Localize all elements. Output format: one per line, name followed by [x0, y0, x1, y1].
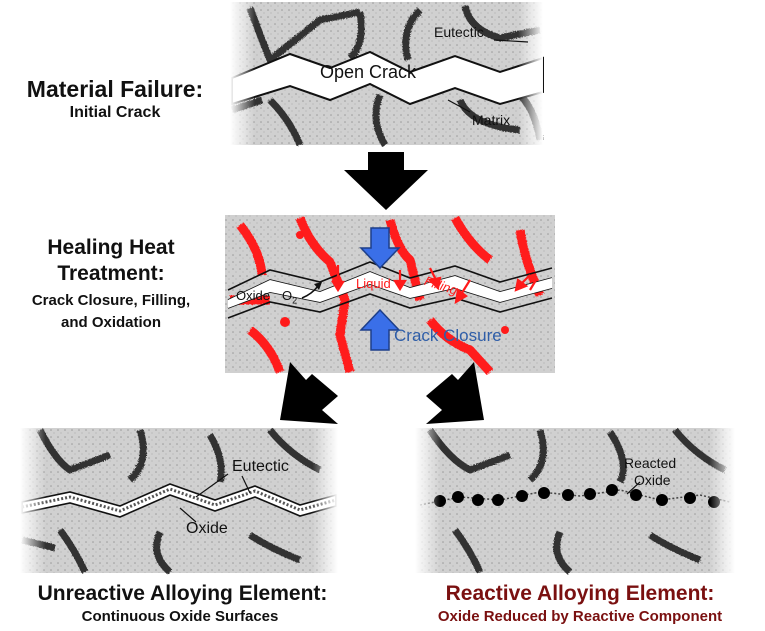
label-open-crack: Open Crack: [320, 62, 417, 82]
stage1-title: Material Failure:: [26, 76, 204, 102]
stage3b-subtitle: Oxide Reduced by Reactive Component: [437, 608, 723, 625]
stage2-title-line1: Healing Heat: [47, 236, 175, 259]
label-eutectic-1: Eutectic: [434, 24, 484, 40]
closure-arrow-up: [359, 308, 401, 351]
panel-reactive: [415, 427, 735, 575]
label-matrix: Matrix: [472, 112, 511, 128]
label-reacted-line2: Oxide: [634, 472, 671, 488]
stage3a-subtitle: Continuous Oxide Surfaces: [81, 608, 279, 625]
stage1-subtitle: Initial Crack: [69, 104, 161, 121]
stage3b-title: Reactive Alloying Element:: [445, 582, 715, 605]
closure-arrow-down: [359, 227, 401, 270]
panel-healing: [225, 215, 555, 376]
stage2-subtitle-line2: and Oxidation: [60, 314, 161, 331]
label-o2: O2: [282, 288, 298, 306]
stage2-subtitle-line1: Crack Closure, Filling,: [31, 292, 191, 309]
panel-unreactive: [20, 427, 338, 575]
label-eutectic-3a: Eutectic: [232, 458, 289, 475]
label-crack-closure: Crack Closure: [394, 326, 502, 345]
label-oxide-3a: Oxide: [186, 520, 228, 537]
diag-arrow-right: [426, 362, 484, 424]
label-oxide-2: Oxide: [236, 288, 270, 303]
label-reacted-line1: Reacted: [624, 455, 677, 471]
panel-initial-crack: [230, 2, 544, 147]
label-liquid: Liquid: [356, 276, 391, 291]
down-arrow-1: [344, 152, 428, 210]
stage2-title-line2: Treatment:: [57, 262, 165, 285]
diag-arrow-left: [280, 362, 338, 424]
stage3a-title: Unreactive Alloying Element:: [37, 582, 328, 605]
